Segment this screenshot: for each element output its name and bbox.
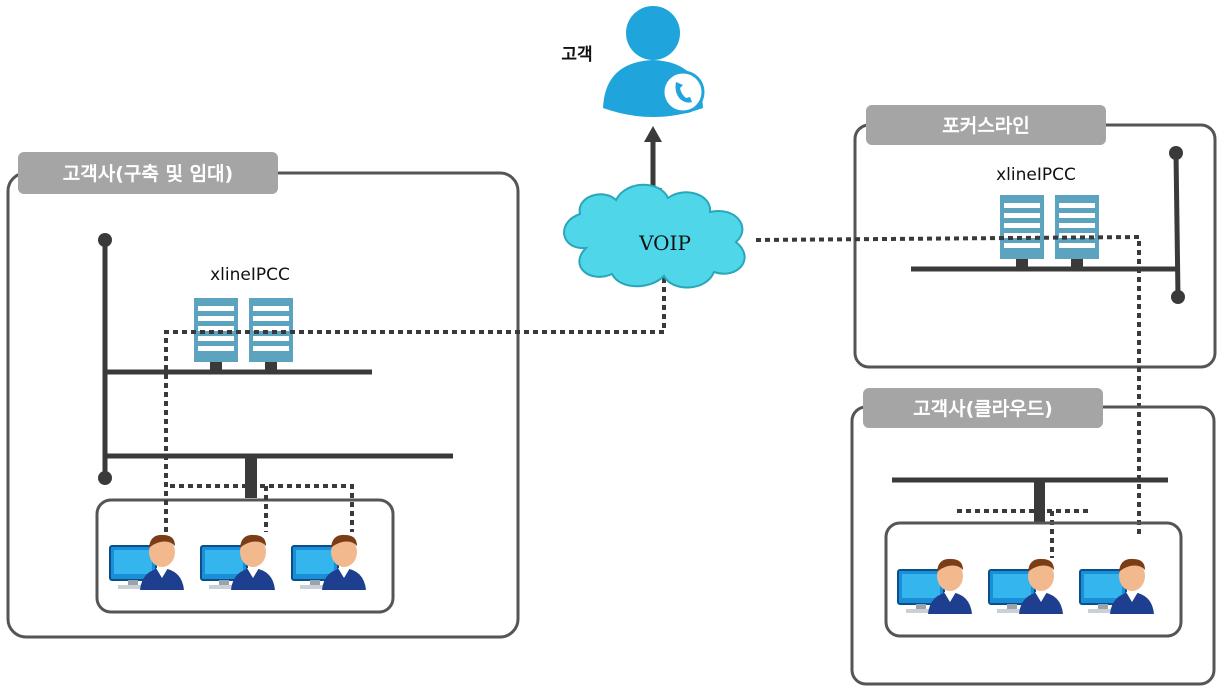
customer-label: 고객: [561, 45, 592, 65]
onprem-panel: 고객사(구축 및 임대) xlineIPCC: [6, 152, 666, 639]
customer-icon: [603, 6, 705, 117]
cloud-customer-panel-label: 고객사(클라우드): [913, 398, 1053, 420]
cloud-customer-panel: 고객사(클라우드): [850, 388, 1216, 686]
agent-icon: [109, 533, 185, 591]
agent-icon: [897, 557, 973, 615]
agent-icon: [988, 557, 1064, 615]
onprem-server-icon: [194, 298, 293, 372]
onprem-server-label: xlineIPCC: [210, 265, 290, 285]
focusline-server-label: xlineIPCC: [996, 165, 1076, 185]
voip-cloud-icon: [563, 183, 746, 289]
focusline-panel-label: 포커스라인: [942, 115, 1029, 137]
voip-label: VOIP: [638, 231, 691, 255]
focusline-panel: 포커스라인 xlineIPCC: [853, 105, 1217, 369]
onprem-panel-label: 고객사(구축 및 임대): [63, 163, 233, 185]
agent-icon: [291, 533, 367, 591]
focusline-server-icon: [1000, 195, 1099, 269]
agent-icon: [200, 533, 276, 591]
agent-icon: [1079, 557, 1155, 615]
